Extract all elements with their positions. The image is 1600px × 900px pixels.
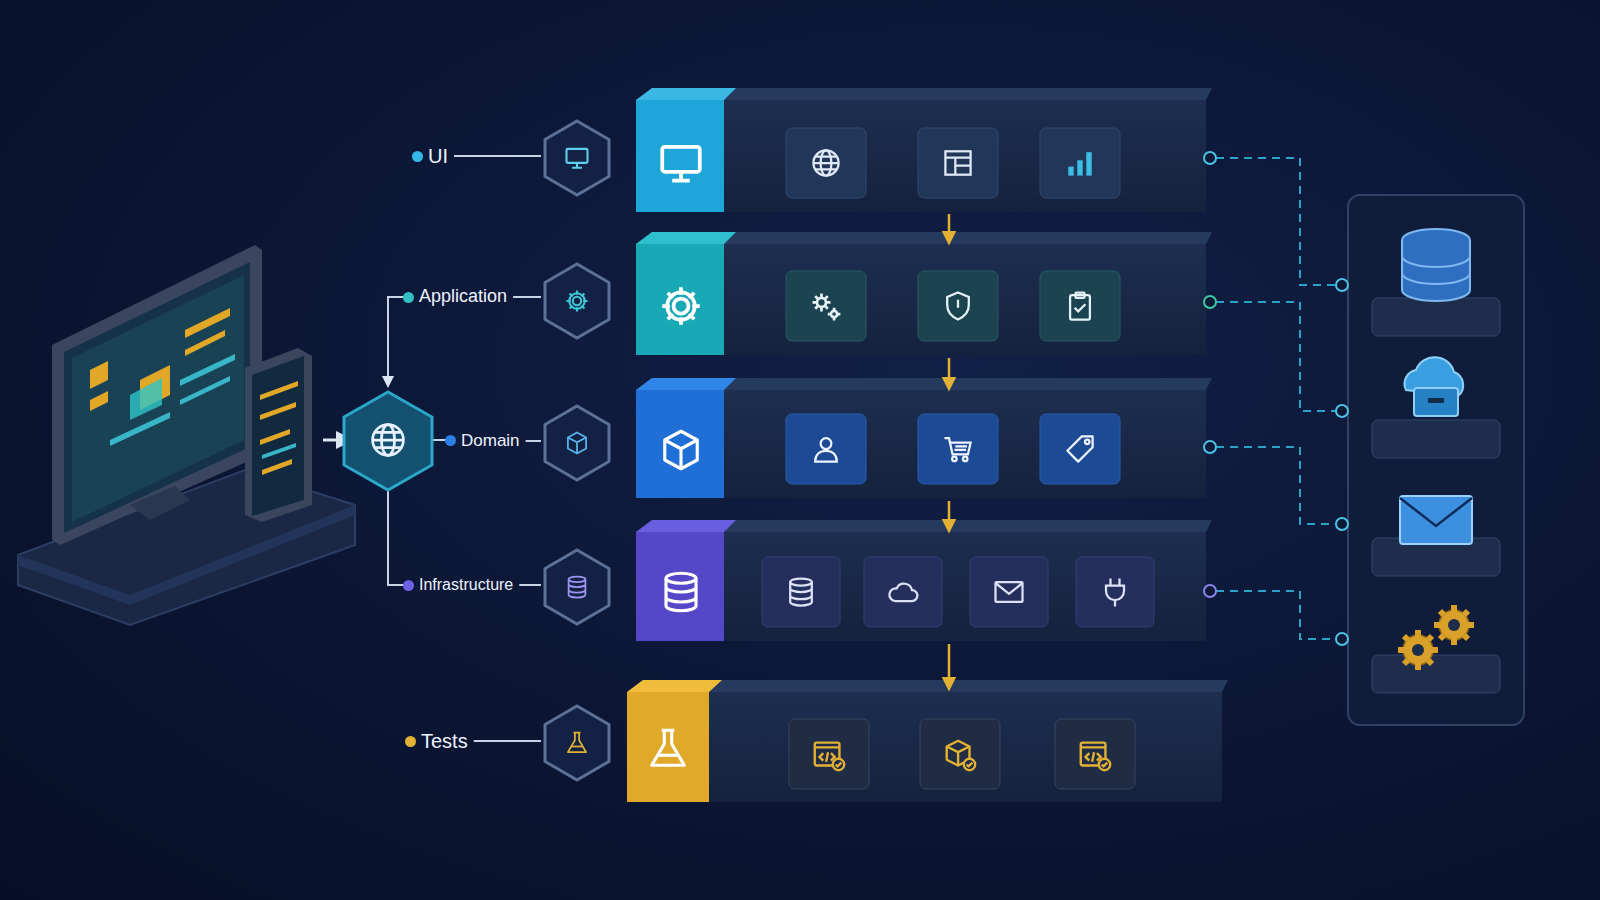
service-links	[1216, 158, 1336, 639]
layer-bands	[627, 88, 1228, 802]
layer-hexagons	[545, 121, 609, 780]
services-panel	[1348, 195, 1524, 725]
layer-label: UI	[412, 144, 448, 168]
leader-line	[513, 296, 541, 298]
flow-arrows	[948, 214, 951, 684]
layer-label: Domain	[445, 431, 520, 451]
hub-hexagon	[344, 392, 432, 490]
leader-line	[454, 155, 541, 157]
device-illustration	[18, 245, 355, 625]
leader-line	[474, 740, 541, 742]
link-dots	[1204, 152, 1348, 645]
layer-label: Application	[403, 286, 507, 308]
leader-line	[526, 440, 541, 442]
leader-line	[519, 584, 541, 586]
layer-label: Tests	[405, 729, 468, 753]
layer-label: Infrastructure	[403, 575, 513, 594]
